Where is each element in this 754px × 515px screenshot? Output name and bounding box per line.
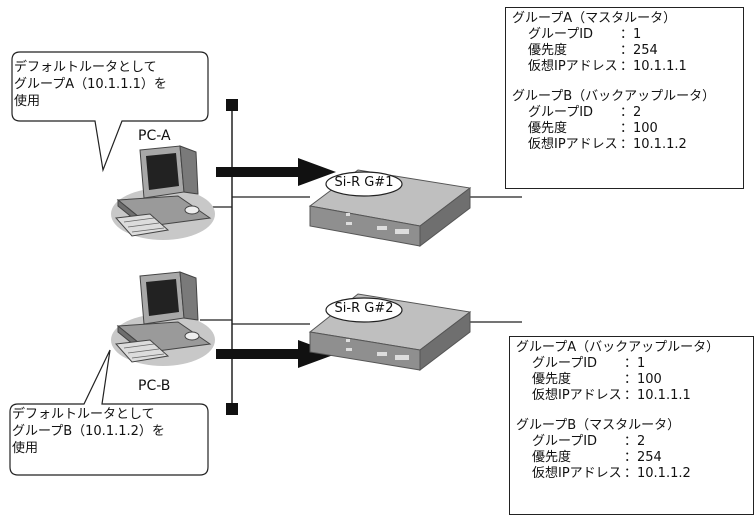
pc-b-traffic-arrow [216, 340, 336, 368]
config-row: 仮想IPアドレス：10.1.1.1 [528, 59, 737, 75]
config-value: ：2 [624, 434, 646, 449]
callout-line: デフォルトルータとして [12, 407, 155, 422]
config-key: 仮想IPアドレス [528, 59, 618, 74]
config-row: グループID ：1 [532, 356, 747, 372]
config-value: ：2 [620, 105, 642, 120]
config-row: グループID ：2 [528, 105, 737, 121]
config-key: 優先度 [532, 372, 572, 387]
group-title: グループA（マスタルータ） [512, 11, 677, 26]
config-key: 仮想IPアドレス [528, 137, 618, 152]
callout-line: 使用 [14, 94, 41, 109]
callout-line: グループB（10.1.1.2）を [12, 424, 165, 439]
callout-text-pc-b: デフォルトルータとして グループB（10.1.1.2）を 使用 [12, 406, 165, 457]
lan-terminator-bottom [226, 403, 238, 415]
lan-terminator-top [226, 99, 238, 111]
config-row: グループID ：1 [528, 27, 737, 43]
config-key: 仮想IPアドレス [532, 388, 622, 403]
config-row: 優先度 ：100 [528, 121, 737, 137]
callout-line: デフォルトルータとして [14, 60, 157, 75]
config-row: 優先度 ：100 [532, 372, 747, 388]
callout-bubble-pc-b [9, 349, 209, 476]
config-value: ：10.1.1.1 [620, 59, 687, 74]
callout-text-pc-a: デフォルトルータとして グループA（10.1.1.1）を 使用 [14, 59, 167, 110]
config-key: グループID [532, 434, 598, 449]
router2-label-ellipse [325, 297, 403, 323]
config-key: 優先度 [532, 450, 572, 465]
config-value: ：254 [620, 43, 658, 58]
config-value: ：10.1.1.1 [624, 388, 691, 403]
config-value: ：10.1.1.2 [624, 466, 691, 481]
router1-label-ellipse [325, 171, 403, 197]
callout-line: 使用 [12, 441, 39, 456]
config-key: 優先度 [528, 43, 568, 58]
config-row: グループID ：2 [532, 434, 747, 450]
router1-config-box: グループA（マスタルータ） グループID：1 優先度：254 仮想IPアドレス：… [505, 7, 744, 189]
router1-label: Si-R G#1 [334, 175, 394, 190]
config-key: グループID [528, 27, 594, 42]
config-key: グループID [532, 356, 598, 371]
pc-a-traffic-arrow [216, 158, 336, 186]
pc-a-icon [111, 145, 215, 240]
pc-b-icon [111, 271, 215, 366]
config-value: ：10.1.1.2 [620, 137, 687, 152]
config-key: グループID [528, 105, 594, 120]
config-value: ：1 [624, 356, 646, 371]
config-row: 仮想IPアドレス：10.1.1.2 [532, 466, 747, 482]
pc-b-label: PC-B [138, 378, 171, 394]
group-title: グループA（バックアップルータ） [516, 340, 720, 355]
config-value: ：1 [620, 27, 642, 42]
config-row: 優先度 ：254 [528, 43, 737, 59]
group-title: グループB（バックアップルータ） [512, 89, 716, 104]
config-row: 仮想IPアドレス：10.1.1.2 [528, 137, 737, 153]
router2-label: Si-R G#2 [334, 301, 394, 316]
group-title: グループB（マスタルータ） [516, 418, 681, 433]
config-value: ：100 [624, 372, 662, 387]
config-row: 仮想IPアドレス：10.1.1.1 [532, 388, 747, 404]
callout-line: グループA（10.1.1.1）を [14, 77, 167, 92]
config-key: 仮想IPアドレス [532, 466, 622, 481]
router2-config-box: グループA（バックアップルータ） グループID ：1 優先度 ：100 仮想IPアド… [509, 336, 754, 515]
config-value: ：100 [620, 121, 658, 136]
pc-a-label: PC-A [138, 128, 171, 144]
config-row: 優先度 ：254 [532, 450, 747, 466]
config-value: ：254 [624, 450, 662, 465]
callout-bubble-pc-a [11, 51, 209, 173]
config-key: 優先度 [528, 121, 568, 136]
